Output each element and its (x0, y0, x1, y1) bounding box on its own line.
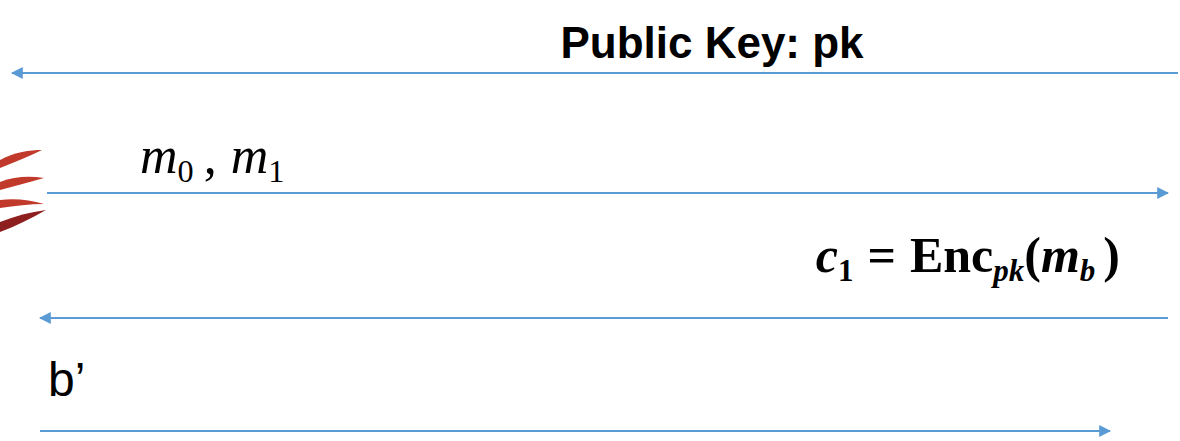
message-text: Public Key: pk (560, 18, 863, 67)
message-text: = (867, 227, 896, 283)
ciphertext-message: c1 =Encpk(mb) (816, 226, 1120, 289)
subscript-text: 1 (838, 253, 854, 288)
message-text: ) (1103, 227, 1120, 283)
subscript-text: pk (993, 253, 1024, 288)
guess-message: b’ (48, 352, 85, 407)
challenge-messages: m0,m1 (140, 126, 284, 190)
message-text: Enc (910, 227, 993, 283)
message-text: b’ (48, 353, 85, 406)
message-text: m (140, 127, 178, 184)
message-arrow (40, 317, 1168, 319)
message-text: m (1041, 227, 1080, 283)
subscript-text: 0 (178, 153, 194, 189)
message-arrow (47, 192, 1168, 194)
key-message: Public Key: pk (560, 18, 863, 68)
message-arrow (12, 72, 1178, 74)
message-text: c (816, 227, 838, 283)
adversary-icon (0, 150, 46, 232)
subscript-text: b (1080, 253, 1096, 288)
message-text: ( (1024, 227, 1041, 283)
subscript-text: 1 (268, 153, 284, 189)
message-arrow (40, 430, 1110, 432)
message-text: , (204, 127, 217, 184)
message-text: m (231, 127, 269, 184)
